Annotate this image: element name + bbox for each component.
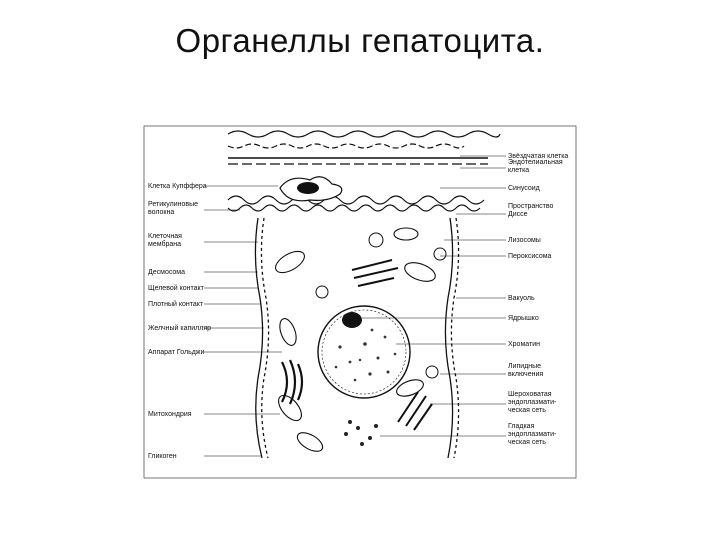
label-right-4: Лизосомы: [508, 237, 541, 244]
diagram-frame: [143, 125, 577, 479]
rough-er: [351, 259, 433, 431]
label-left-4: Щелевой контакт: [148, 284, 205, 292]
kupffer-cell: [279, 176, 343, 202]
label-right-8: Хроматин: [508, 341, 540, 348]
sinusoid-region: [227, 130, 501, 212]
golgi-apparatus: [281, 359, 304, 405]
label-left-3: Десмосома: [148, 269, 185, 276]
slide-title: Органеллы гепатоцита.: [175, 22, 545, 59]
chromatin: [334, 328, 397, 382]
mitochondria: [275, 227, 436, 452]
leader-lines-right: [362, 155, 506, 437]
label-left-9: Гликоген: [148, 453, 177, 460]
label-right-0: Звёздчатая клетка: [508, 153, 568, 160]
label-left-7: Аппарат Гольджи: [148, 349, 204, 356]
label-left-6: Желчный капилляр: [148, 324, 211, 332]
nucleus: [317, 305, 411, 399]
glycogen: [344, 420, 378, 446]
leader-lines-left: [204, 185, 282, 457]
label-left-8: Митохондрия: [148, 411, 192, 418]
label-left-5: Плотный контакт: [148, 300, 204, 308]
nucleolus: [342, 312, 362, 328]
label-right-6: Вакуоль: [508, 295, 535, 302]
lysosomes: [315, 232, 447, 379]
cell-membranes: [254, 217, 460, 459]
label-right-7: Ядрышко: [508, 315, 539, 322]
label-right-5: Пероксисома: [508, 253, 552, 260]
label-right-2: Синусоид: [508, 185, 540, 192]
label-left-0: Клетка Купффера: [148, 183, 207, 190]
